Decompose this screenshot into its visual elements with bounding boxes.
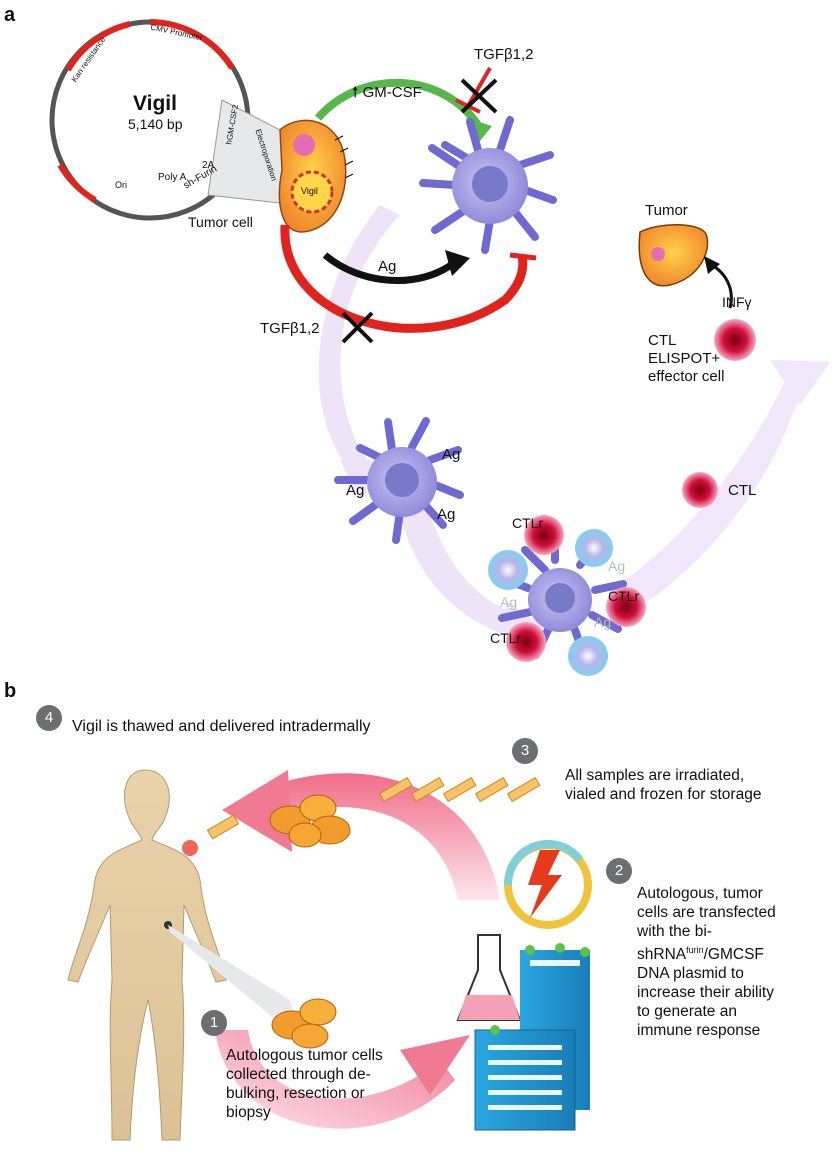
tgfb-top-cross	[460, 78, 498, 114]
gmcsf-label: 🠕 GM-CSF	[352, 84, 422, 101]
step-2-gmcsf: /GMCSF	[703, 946, 764, 964]
step-2-line-5: DNA plasmid to	[637, 965, 744, 983]
flow-ribbon-right	[610, 365, 815, 615]
cycle-arrow-bottom-head	[400, 1035, 470, 1095]
step-2-badge: 2	[606, 858, 632, 884]
lightning-icon	[528, 850, 562, 918]
dendritic-cell-mid	[334, 417, 464, 544]
small-arrows	[334, 135, 354, 179]
plasmid-ring-b-teal	[503, 840, 584, 886]
step-2-line-2: cells are transfected	[637, 904, 776, 921]
tumor-nucleus	[293, 134, 315, 156]
plasmid-segment-kan	[65, 21, 131, 72]
cluster-ag-label-1: Ag	[608, 558, 626, 574]
vigil-inset-label: Vigil	[301, 186, 318, 196]
tgfb-bottom-label: TGFβ1,2	[260, 320, 320, 337]
tumor-right-nucleus	[651, 247, 665, 261]
ag-arrow-label: Ag	[378, 258, 397, 275]
panel-label-b: b	[4, 680, 17, 702]
syringe-body	[206, 814, 240, 840]
cycle-arrow-bottom	[215, 1030, 455, 1129]
cluster-ag-label-3: Ag	[594, 614, 612, 630]
step-2-furin-sup: furin	[686, 945, 704, 955]
step-2-line-7: to generate an	[637, 1003, 737, 1021]
plasmid-feature-polya: Poly A	[158, 172, 187, 183]
step-2-line-8: immune response	[637, 1022, 761, 1040]
dc-ag-label-1: Ag	[442, 446, 461, 463]
step-2-line-4: shRNAfurin/GMCSF	[637, 941, 832, 964]
step-1-line-4: biopsy	[226, 1104, 271, 1121]
vials-row	[378, 776, 541, 803]
step-4-text: Vigil is thawed and delivered intraderma…	[72, 718, 371, 735]
gmcsf-arrow	[314, 78, 482, 128]
injection-site	[182, 840, 198, 856]
step-1-text: Autologous tumor cells collected through…	[226, 1046, 426, 1122]
tgfb-red-loop	[280, 224, 528, 333]
plasmid-name: Vigil	[133, 92, 177, 115]
immune-synapse-cluster	[488, 515, 646, 676]
plasmid-feature-2a: 2A	[202, 160, 215, 171]
step-1-badge: 1	[201, 1010, 227, 1036]
step-4-badge: 4	[36, 705, 62, 731]
step-2-line-1: Autologous, tumor	[637, 885, 763, 902]
biopsy-cone	[168, 925, 300, 1040]
vigil-plasmid-inset	[290, 170, 334, 214]
infg-label: INFγ	[722, 294, 752, 310]
cluster-ctlr-label-1: CTLr	[512, 515, 544, 531]
human-body	[67, 769, 227, 1141]
plasmid-segment-cmv	[149, 19, 235, 70]
cluster-ctlr-label-3: CTLr	[490, 630, 522, 646]
step-1-line-2: collected through de-	[226, 1066, 371, 1083]
plasmid-size: 5,140 bp	[128, 116, 183, 132]
step-3-text: All samples are irradiated, vialed and f…	[565, 766, 830, 804]
ag-arrow	[322, 252, 458, 284]
building	[474, 943, 590, 1131]
tumor-right-shape	[638, 224, 709, 287]
step-3-badge: 3	[512, 738, 538, 764]
step-1-line-1: Autologous tumor cells	[226, 1047, 383, 1064]
tgfb-top-label: TGFβ1,2	[474, 46, 534, 63]
dc-ag-label-3: Ag	[437, 506, 456, 523]
cluster-ag-label-2: Ag	[500, 594, 518, 610]
ctl-effector-cell	[714, 319, 756, 361]
tgfb-top-inhibit	[466, 66, 492, 108]
flask-liquid	[458, 995, 520, 1020]
ctl-effector-label-3: effector cell	[648, 368, 725, 385]
step-3-line-2: vialed and frozen for storage	[565, 786, 762, 803]
tgfb-bottom-cross	[341, 311, 374, 344]
flow-ribbon-left	[318, 205, 400, 470]
flow-ribbon-lower	[395, 480, 530, 640]
tumor-label: Tumor	[645, 202, 688, 219]
panel-label-a: a	[4, 4, 16, 26]
cycle-arrow-top-head	[222, 770, 292, 852]
ctl-effector-label-1: CTL	[648, 332, 677, 349]
flow-ribbon-right-head	[770, 360, 830, 405]
plasmid-feature-ori: Ori	[115, 180, 127, 190]
step-3-line-1: All samples are irradiated,	[565, 767, 745, 784]
gmcsf-label-text: GM-CSF	[362, 84, 422, 101]
dendritic-cell-top	[419, 116, 557, 254]
step-2-shrna: shRNA	[637, 946, 687, 964]
step-2-line-3: with the bi-	[637, 923, 712, 940]
ctl-cell-single	[682, 472, 718, 508]
plasmid-segment-ori	[57, 163, 97, 203]
tumor-cluster-top	[269, 794, 351, 848]
dc-ag-label-2: Ag	[346, 482, 365, 499]
ctl-effector-label-2: ELISPOT+	[648, 350, 721, 367]
ag-arrowhead	[445, 250, 470, 276]
ctl-single-label: CTL	[728, 482, 757, 499]
tumor-cell-label: Tumor cell	[188, 214, 253, 230]
step-1-line-3: bulking, resection or	[226, 1085, 365, 1102]
step-2-text: Autologous, tumor cells are transfected …	[637, 884, 832, 1040]
infg-arrowhead	[704, 256, 720, 274]
cluster-ctlr-label-2: CTLr	[608, 588, 640, 604]
tgfb-red-bar	[509, 252, 537, 261]
tumor-cluster-bottom	[271, 998, 337, 1049]
step-2-line-6: increase their ability	[637, 984, 774, 1002]
